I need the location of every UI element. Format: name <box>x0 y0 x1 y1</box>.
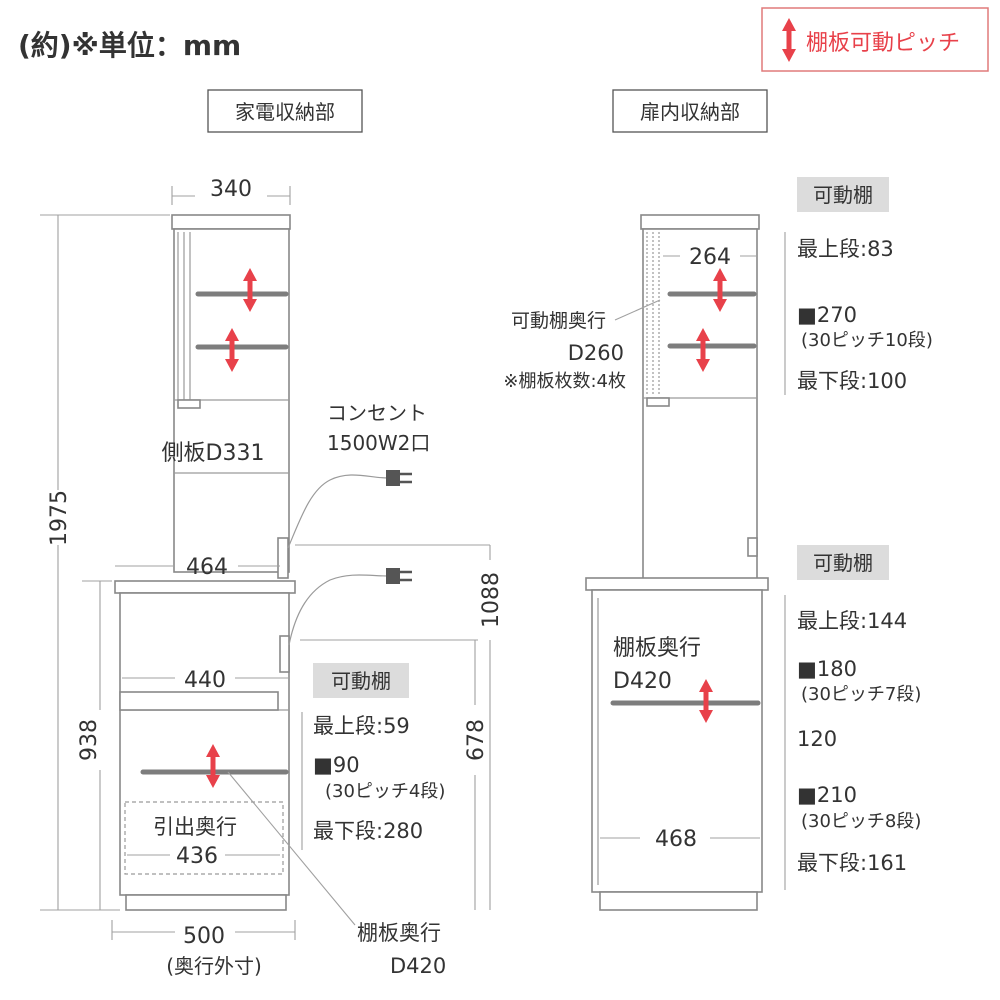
left-dimension-lines <box>40 186 491 940</box>
section-title-appliance: 家電収納部 <box>207 89 363 133</box>
upper-pitch-value-label: ■270 <box>797 303 857 327</box>
width-top-label: 340 <box>210 177 252 202</box>
right-dimension-lines <box>600 232 786 890</box>
height-total-label: 1975 <box>47 490 72 546</box>
power-cord-icon <box>287 470 412 646</box>
svg-text:家電収納部: 家電収納部 <box>235 100 335 124</box>
bottom-step-label: 最下段:280 <box>313 819 423 843</box>
upper-top-step-label: 最上段:83 <box>797 237 894 261</box>
height-mid-label: 1088 <box>479 572 504 628</box>
svg-text:可動棚: 可動棚 <box>813 551 873 575</box>
unit-note: (約)※単位：mm <box>18 29 241 62</box>
lower-shelf-depth-value: D420 <box>613 669 672 694</box>
width-lower-label: 440 <box>184 668 226 693</box>
upper-bottom-step-label: 最下段:100 <box>797 369 907 393</box>
lower-pitch2-value-label: ■210 <box>797 783 857 807</box>
legend-label: 棚板可動ピッチ <box>806 31 960 56</box>
outlet-label: コンセント <box>327 401 427 425</box>
shelf-depth-value: D420 <box>390 954 446 978</box>
movable-shelf-tag: 可動棚 <box>313 663 409 698</box>
lower-pitch2-detail-label: (30ピッチ8段) <box>801 811 921 832</box>
upper-pitch-detail-label: (30ピッチ10段) <box>801 330 933 351</box>
left-cabinet <box>114 214 296 911</box>
side-panel-label: 側板D331 <box>162 441 265 466</box>
depth-value-label: 500 <box>183 924 225 949</box>
right-cabinet <box>585 214 769 911</box>
pitch-legend: 棚板可動ピッチ <box>761 7 989 72</box>
drawer-depth-value: 436 <box>176 844 218 869</box>
svg-text:可動棚: 可動棚 <box>331 669 391 693</box>
top-step-label: 最上段:59 <box>313 714 410 738</box>
height-lower-label: 938 <box>77 719 102 761</box>
depth-caption-label: (奥行外寸) <box>166 954 262 978</box>
drawer-depth-label: 引出奥行 <box>153 815 237 839</box>
height-678-label: 678 <box>464 719 489 761</box>
lower-fixed-label: 120 <box>797 727 837 751</box>
lower-pitch1-detail-label: (30ピッチ7段) <box>801 684 921 705</box>
svg-text:可動棚: 可動棚 <box>813 183 873 207</box>
upper-width-label: 264 <box>689 245 731 270</box>
upper-shelf-depth-label: 可動棚奥行 <box>511 310 606 332</box>
upper-shelf-count-label: ※棚板枚数:4枚 <box>503 371 626 392</box>
movable-shelf-tag-upper: 可動棚 <box>797 177 889 212</box>
upper-shelf-depth-value: D260 <box>568 341 624 365</box>
lower-pitch1-value-label: ■180 <box>797 657 857 681</box>
movable-shelf-tag-lower: 可動棚 <box>797 545 889 580</box>
svg-text:扉内収納部: 扉内収納部 <box>640 100 740 124</box>
lower-shelf-depth-label: 棚板奥行 <box>613 636 701 661</box>
lower-width-label: 468 <box>655 827 697 852</box>
lower-bottom-step-label: 最下段:161 <box>797 851 907 875</box>
section-title-door-storage: 扉内収納部 <box>612 89 768 133</box>
outlet-capacity-label: 1500W2口 <box>327 431 430 455</box>
shelf-depth-label: 棚板奥行 <box>357 921 441 945</box>
pitch-detail-label: (30ピッチ4段) <box>325 781 445 802</box>
width-counter-label: 464 <box>186 555 228 580</box>
lower-top-step-label: 最上段:144 <box>797 609 907 633</box>
pitch-value-label: ■90 <box>313 753 360 777</box>
